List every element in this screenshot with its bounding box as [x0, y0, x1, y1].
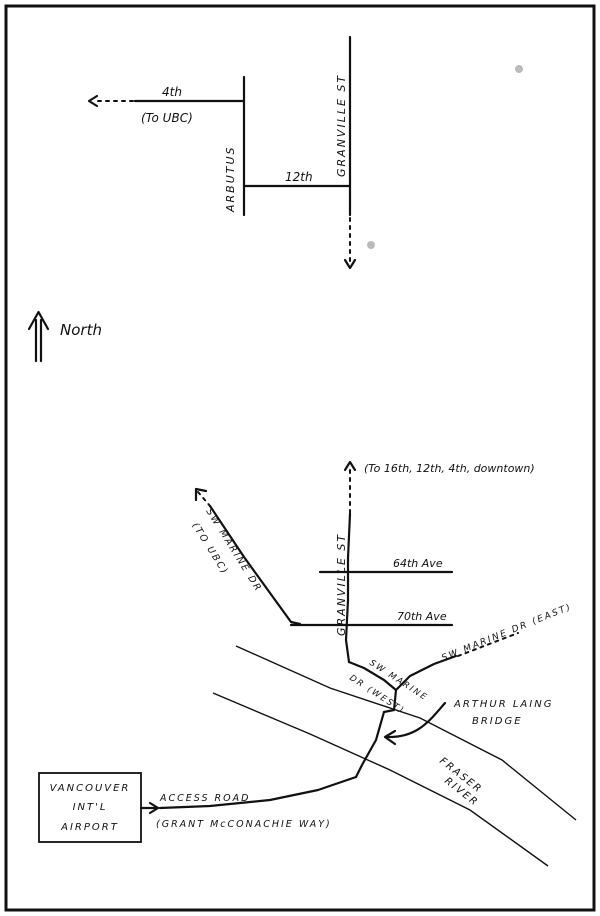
airport-box: VANCOUVER INT'L AIRPORT — [38, 772, 142, 843]
south-arrowhead — [343, 258, 357, 270]
twelfth-ave-label: 12th — [285, 170, 313, 184]
fraser-river-south-bank — [212, 692, 549, 867]
airport-label-3: AIRPORT — [60, 822, 119, 833]
north-label: North — [60, 321, 102, 339]
fourth-ave-label: 4th — [162, 85, 182, 99]
north-arrow: North — [27, 310, 102, 363]
top-street-map: 4th (To UBC) ARBUTUS 12th GRANVILLE ST — [87, 35, 357, 270]
fraser-river-north-bank — [235, 645, 577, 821]
airport-arrowhead — [148, 801, 160, 815]
ave-64-label: 64th Ave — [393, 557, 443, 570]
sw-marine-west-road — [347, 660, 398, 714]
bridge-label: ARTHUR LAING — [453, 699, 553, 710]
granville-road-bottom — [344, 512, 352, 664]
bridge-sublabel: BRIDGE — [472, 716, 523, 727]
northwest-arrowhead — [194, 487, 208, 502]
ave-70-label: 70th Ave — [397, 610, 447, 623]
sw-marine-ubc-road — [208, 504, 302, 626]
bridge-pointer-arrow — [385, 701, 447, 739]
bridge-pointer-arrowhead — [383, 729, 397, 746]
sw-marine-ubc-dashed — [197, 491, 211, 507]
west-arrowhead — [87, 94, 99, 108]
arbutus-label: ARBUTUS — [224, 145, 237, 213]
north-arrowhead — [343, 460, 357, 472]
bridge-road — [354, 710, 386, 779]
airport-label-2: INT'L — [73, 802, 108, 813]
access-road — [158, 775, 358, 810]
sw-marine-east-road — [394, 654, 458, 692]
sw-marine-east-label: SW MARINE DR (EAST) — [440, 602, 573, 664]
faint-dot — [367, 241, 375, 249]
to-ubc-label: (To UBC) — [141, 111, 193, 125]
sw-marine-east-dashed — [457, 632, 519, 657]
access-road-sublabel: (GRANT McCONACHIE WAY) — [156, 819, 332, 830]
faint-dot — [515, 65, 523, 73]
bottom-street-map: (To 16th, 12th, 4th, downtown) GRANVILLE… — [38, 460, 577, 867]
airport-label-1: VANCOUVER — [50, 783, 131, 794]
access-road-label: ACCESS ROAD — [159, 793, 250, 804]
granville-label-bottom: GRANVILLE ST — [335, 533, 348, 636]
granville-label-top: GRANVILLE ST — [335, 74, 348, 177]
to-downtown-label: (To 16th, 12th, 4th, downtown) — [364, 462, 535, 475]
map-border — [4, 4, 596, 912]
